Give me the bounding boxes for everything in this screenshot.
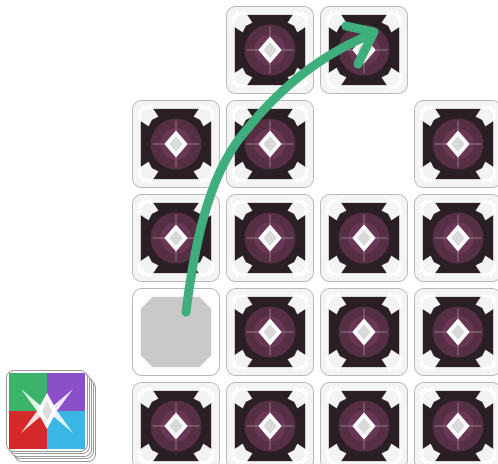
board-tile[interactable] [132,194,220,282]
board-tile[interactable] [414,194,498,282]
board-tile[interactable] [132,100,220,188]
board-tile[interactable] [320,382,408,464]
empty-slot[interactable] [132,288,220,376]
tile-deck-icon[interactable] [6,370,88,452]
board-tile[interactable] [132,382,220,464]
board-tile[interactable] [320,288,408,376]
board-tile[interactable] [226,288,314,376]
board-tile[interactable] [226,100,314,188]
board-tile[interactable] [414,100,498,188]
board-tile[interactable] [320,6,408,94]
board-tile[interactable] [226,194,314,282]
board-tile[interactable] [414,288,498,376]
board-tile[interactable] [320,194,408,282]
board-tile[interactable] [226,382,314,464]
tile-deck[interactable] [6,370,96,462]
board-tile[interactable] [226,6,314,94]
board-tile[interactable] [414,382,498,464]
